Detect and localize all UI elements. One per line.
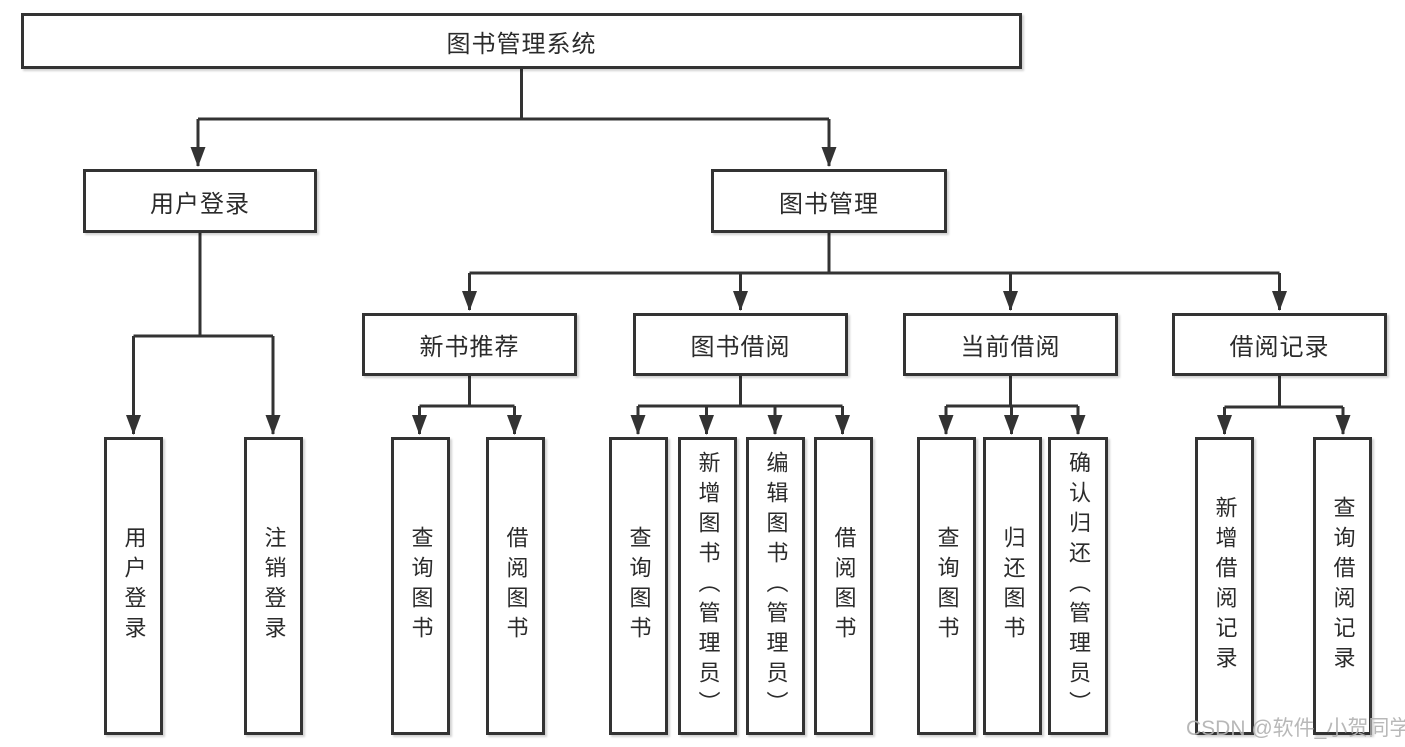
leaf-add-book-admin: 新增图书（管理员）: [678, 437, 737, 735]
leaf-add-borrow-record: 新增借阅记录: [1195, 437, 1254, 735]
node-book-borrow: 图书借阅: [633, 313, 848, 376]
leaf-label: 确认归还（管理员）: [1066, 451, 1091, 721]
node-borrow-records: 借阅记录: [1172, 313, 1387, 376]
leaf-confirm-return-admin: 确认归还（管理员）: [1048, 437, 1108, 735]
leaf-user-login: 用户登录: [104, 437, 163, 735]
leaf-label: 查询图书: [626, 526, 652, 646]
leaf-label: 注销登录: [261, 526, 287, 646]
node-user-login: 用户登录: [83, 169, 317, 233]
leaf-return-books: 归还图书: [983, 437, 1042, 735]
leaf-query-books-borrow: 查询图书: [609, 437, 668, 735]
leaf-query-books-recommend: 查询图书: [391, 437, 450, 735]
csdn-watermark: CSDN @软件_小贺同学: [1186, 717, 1405, 740]
leaf-borrow-books: 借阅图书: [814, 437, 873, 735]
node-new-book-recommend: 新书推荐: [362, 313, 577, 376]
leaf-query-books-current: 查询图书: [917, 437, 976, 735]
leaf-label: 新增借阅记录: [1212, 496, 1238, 676]
node-root-system: 图书管理系统: [21, 13, 1022, 69]
leaf-logout: 注销登录: [244, 437, 303, 735]
leaf-label: 查询图书: [408, 526, 434, 646]
leaf-query-borrow-record: 查询借阅记录: [1313, 437, 1372, 735]
node-book-management: 图书管理: [711, 169, 947, 233]
leaf-label: 借阅图书: [831, 526, 857, 646]
tree-branch-lines: [133, 69, 1343, 409]
leaf-label: 新增图书（管理员）: [695, 451, 721, 721]
leaf-borrow-books-recommend: 借阅图书: [486, 437, 545, 735]
node-current-borrow: 当前借阅: [903, 313, 1118, 376]
leaf-label: 用户登录: [121, 526, 147, 646]
leaf-label: 借阅图书: [503, 526, 529, 646]
leaf-edit-book-admin: 编辑图书（管理员）: [746, 437, 805, 735]
leaf-label: 查询借阅记录: [1330, 496, 1356, 676]
leaf-label: 编辑图书（管理员）: [763, 451, 789, 721]
leaf-label: 查询图书: [934, 526, 960, 646]
leaf-label: 归还图书: [1000, 526, 1026, 646]
